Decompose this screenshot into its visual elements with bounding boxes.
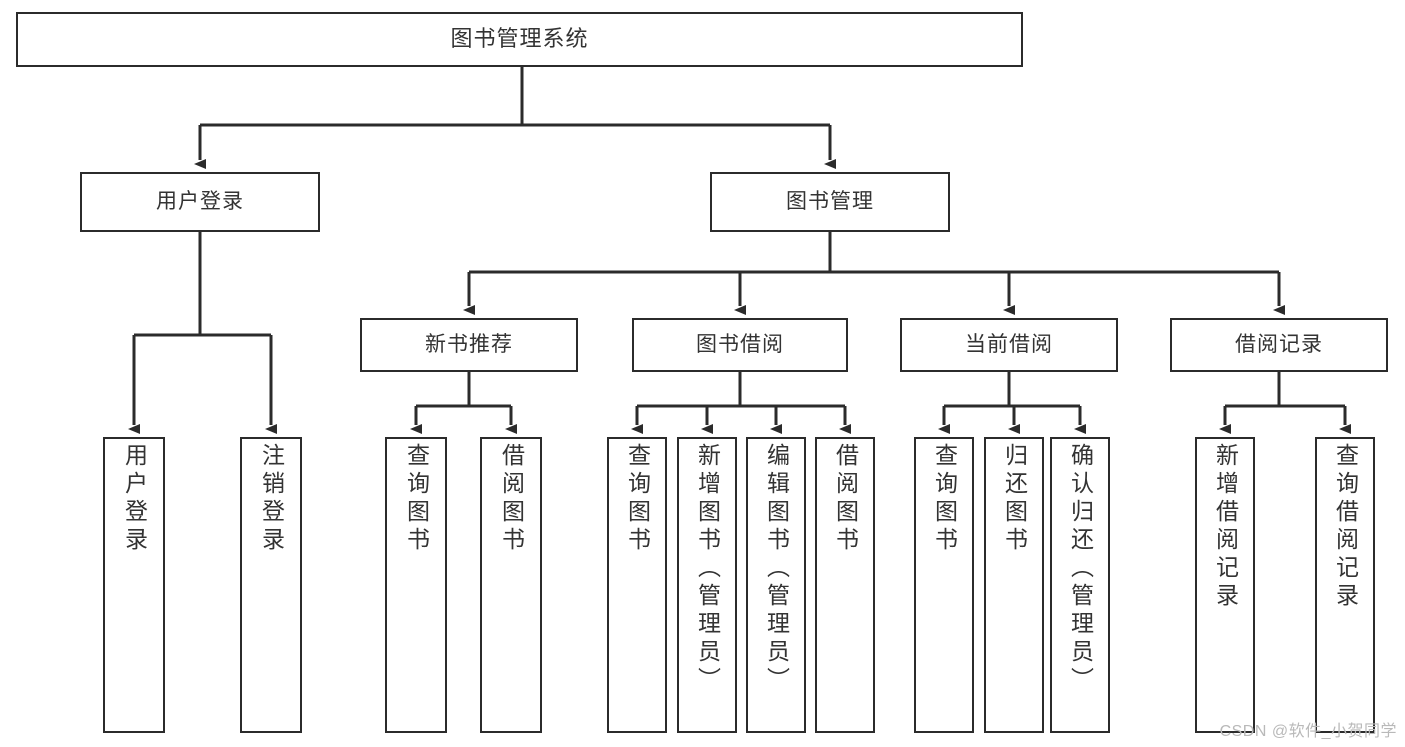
node-leaf-edit-book[interactable]: 编辑图书（管理员）	[746, 437, 806, 733]
node-leaf-add-record-label: 新增借阅记录	[1212, 443, 1239, 611]
node-current-borrow-label: 当前借阅	[965, 333, 1053, 357]
node-user-login-label: 用户登录	[156, 190, 244, 214]
node-leaf-query-book-1-label: 查询图书	[403, 443, 430, 555]
node-leaf-query-book-2[interactable]: 查询图书	[607, 437, 667, 733]
node-root-label: 图书管理系统	[450, 26, 589, 52]
node-leaf-query-book-1[interactable]: 查询图书	[385, 437, 447, 733]
node-book-manage[interactable]: 图书管理	[710, 172, 950, 232]
node-leaf-logout-label: 注销登录	[258, 443, 285, 555]
node-leaf-borrow-book-1-label: 借阅图书	[498, 443, 525, 555]
node-leaf-query-record-label: 查询借阅记录	[1332, 443, 1359, 611]
node-user-login[interactable]: 用户登录	[80, 172, 320, 232]
node-root[interactable]: 图书管理系统	[16, 12, 1023, 67]
node-new-book-rec-label: 新书推荐	[425, 333, 513, 357]
node-leaf-borrow-book-2-label: 借阅图书	[832, 443, 859, 555]
node-leaf-edit-book-label: 编辑图书（管理员）	[763, 443, 790, 695]
node-borrow-record-label: 借阅记录	[1235, 333, 1323, 357]
node-leaf-confirm-return[interactable]: 确认归还（管理员）	[1050, 437, 1110, 733]
node-new-book-rec[interactable]: 新书推荐	[360, 318, 578, 372]
node-book-manage-label: 图书管理	[786, 190, 874, 214]
node-leaf-query-record[interactable]: 查询借阅记录	[1315, 437, 1375, 733]
node-leaf-confirm-return-label: 确认归还（管理员）	[1067, 443, 1094, 695]
node-borrow-record[interactable]: 借阅记录	[1170, 318, 1388, 372]
node-leaf-borrow-book-2[interactable]: 借阅图书	[815, 437, 875, 733]
node-leaf-add-record[interactable]: 新增借阅记录	[1195, 437, 1255, 733]
node-leaf-logout[interactable]: 注销登录	[240, 437, 302, 733]
watermark: CSDN @软件_小贺同学	[1219, 723, 1397, 740]
node-leaf-return-book[interactable]: 归还图书	[984, 437, 1044, 733]
node-leaf-borrow-book-1[interactable]: 借阅图书	[480, 437, 542, 733]
node-leaf-user-login-label: 用户登录	[121, 443, 148, 555]
node-book-borrow[interactable]: 图书借阅	[632, 318, 848, 372]
node-leaf-add-book-label: 新增图书（管理员）	[694, 443, 721, 695]
node-leaf-return-book-label: 归还图书	[1001, 443, 1028, 555]
node-current-borrow[interactable]: 当前借阅	[900, 318, 1118, 372]
node-leaf-query-book-3[interactable]: 查询图书	[914, 437, 974, 733]
node-leaf-query-book-2-label: 查询图书	[624, 443, 651, 555]
node-leaf-add-book[interactable]: 新增图书（管理员）	[677, 437, 737, 733]
node-book-borrow-label: 图书借阅	[696, 333, 784, 357]
node-leaf-query-book-3-label: 查询图书	[931, 443, 958, 555]
node-leaf-user-login[interactable]: 用户登录	[103, 437, 165, 733]
